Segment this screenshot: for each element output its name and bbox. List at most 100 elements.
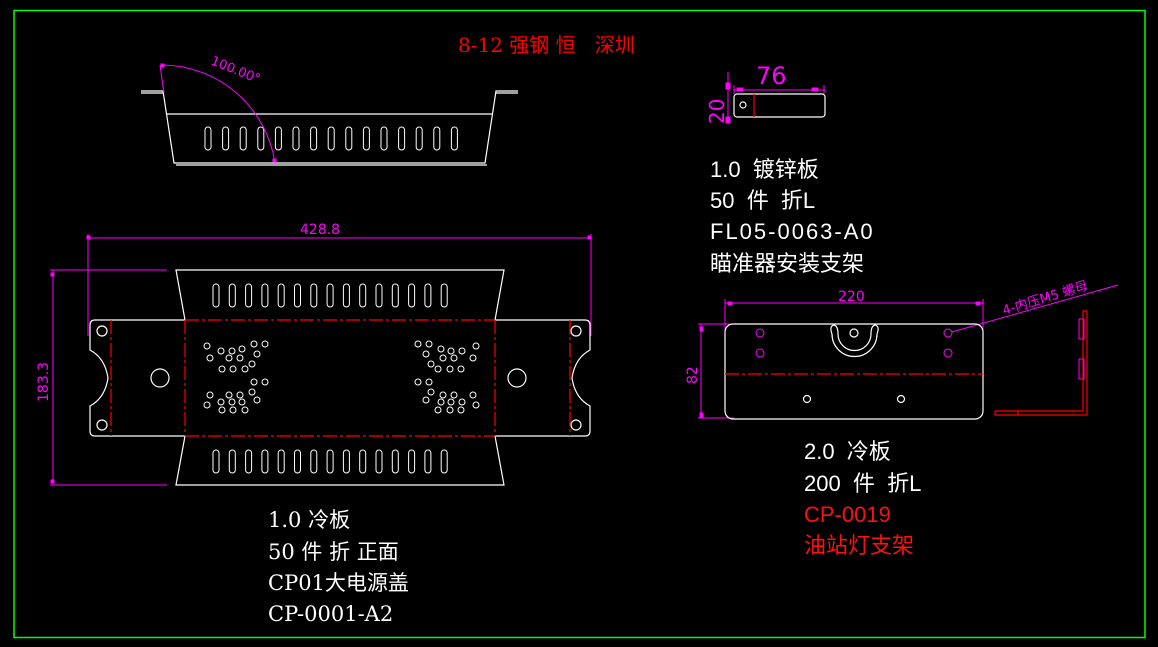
slot-top bbox=[261, 283, 269, 308]
part-b-note-material: 1.0 镀锌板 bbox=[710, 157, 819, 182]
vent-hole bbox=[427, 360, 435, 368]
profile-slot bbox=[239, 126, 247, 151]
part-a-flat-outline[interactable] bbox=[89, 269, 591, 486]
vent-hole bbox=[218, 406, 226, 414]
slot-bottom bbox=[277, 449, 285, 474]
part-c-note-code: CP-0019 bbox=[804, 502, 891, 527]
slot-bottom bbox=[408, 449, 416, 474]
part-b-note-qty: 50 件 折L bbox=[710, 188, 816, 213]
vent-hole bbox=[238, 345, 246, 353]
vent-hole bbox=[422, 350, 430, 358]
vent-hole bbox=[248, 388, 256, 396]
profile-slot bbox=[345, 126, 353, 151]
vent-hole bbox=[225, 354, 233, 362]
vent-hole bbox=[472, 401, 480, 409]
part-b-dimensions bbox=[725, 72, 825, 124]
vent-hole bbox=[414, 378, 422, 386]
profile-slot bbox=[415, 126, 423, 151]
slot-top bbox=[326, 283, 334, 308]
part-a-side-profile[interactable] bbox=[141, 90, 518, 166]
part-c-note-name: 油站灯支架 bbox=[804, 533, 915, 558]
vent-hole bbox=[414, 340, 422, 348]
vent-hole bbox=[236, 354, 244, 362]
vent-hole bbox=[236, 391, 244, 399]
part-c-width-label: 220 bbox=[838, 289, 865, 305]
slot-top bbox=[391, 283, 399, 308]
slot-bottom bbox=[245, 449, 253, 474]
slot-top bbox=[408, 283, 416, 308]
drawing-title: 8-12 强钢 恒 深圳 bbox=[458, 33, 635, 57]
vent-hole bbox=[203, 401, 211, 409]
part-a-profile-slots bbox=[204, 126, 458, 151]
profile-slot bbox=[380, 126, 388, 151]
part-b-width-label: 76 bbox=[756, 62, 787, 90]
profile-slot bbox=[204, 126, 212, 151]
part-a-note-material: 1.0 冷板 bbox=[268, 508, 351, 532]
part-c-outline[interactable] bbox=[724, 323, 984, 420]
part-a-height-label: 183.3 bbox=[36, 362, 52, 402]
profile-slot bbox=[257, 126, 265, 151]
vent-hole bbox=[229, 406, 237, 414]
part-a-flat-slots bbox=[212, 283, 448, 474]
profile-slot bbox=[362, 126, 370, 151]
vent-hole bbox=[253, 350, 261, 358]
vent-hole bbox=[446, 365, 454, 373]
drawing-frame bbox=[13, 9, 1146, 639]
part-a-fold-lines bbox=[110, 319, 571, 437]
vent-hole bbox=[427, 388, 435, 396]
slot-top bbox=[310, 283, 318, 308]
part-c-height-label: 82 bbox=[685, 366, 701, 384]
vent-hole bbox=[253, 396, 261, 404]
angle-dimension bbox=[159, 63, 277, 164]
vent-hole bbox=[437, 398, 445, 406]
profile-slot bbox=[398, 126, 406, 151]
slot-top bbox=[424, 283, 432, 308]
slot-top bbox=[277, 283, 285, 308]
vent-hole bbox=[450, 354, 458, 362]
profile-slot bbox=[450, 126, 458, 151]
slot-top bbox=[342, 283, 350, 308]
vent-hole bbox=[250, 340, 258, 348]
vent-hole bbox=[248, 360, 256, 368]
vent-hole bbox=[437, 345, 445, 353]
vent-hole bbox=[469, 354, 477, 362]
slot-top bbox=[228, 283, 236, 308]
vent-hole bbox=[439, 391, 447, 399]
slot-top bbox=[294, 283, 301, 308]
vent-hole bbox=[450, 391, 458, 399]
part-a-width-label: 428.8 bbox=[300, 222, 340, 238]
vent-hole bbox=[228, 398, 236, 406]
slot-bottom bbox=[261, 449, 269, 474]
profile-slot bbox=[327, 126, 335, 151]
slot-bottom bbox=[294, 449, 301, 474]
slot-bottom bbox=[440, 449, 448, 474]
vent-hole bbox=[469, 391, 477, 399]
slot-bottom bbox=[228, 449, 236, 474]
part-b-note-code: FL05-0063-A0 bbox=[710, 219, 875, 244]
slot-top bbox=[440, 283, 448, 308]
vent-hole bbox=[439, 354, 447, 362]
profile-slot bbox=[222, 126, 230, 151]
slot-top bbox=[359, 283, 367, 308]
vent-hole bbox=[229, 365, 237, 373]
vent-hole bbox=[458, 398, 466, 406]
part-b-note-name: 瞄准器安装支架 bbox=[710, 251, 865, 276]
part-a-note-qty: 50 件 折 正面 bbox=[268, 540, 399, 564]
vent-hole bbox=[457, 406, 465, 414]
slot-bottom bbox=[391, 449, 399, 474]
vent-hole bbox=[425, 340, 433, 348]
vent-hole bbox=[425, 378, 433, 386]
part-a-note-name: CP01大电源盖 bbox=[268, 571, 409, 595]
vent-hole bbox=[241, 365, 249, 373]
part-b-height-label: 20 bbox=[705, 99, 729, 124]
part-b-outline[interactable] bbox=[733, 93, 826, 118]
vent-hole bbox=[225, 391, 233, 399]
slot-bottom bbox=[424, 449, 432, 474]
slot-top bbox=[375, 283, 383, 308]
vent-hole bbox=[422, 396, 430, 404]
vent-hole bbox=[446, 406, 454, 414]
vent-hole bbox=[261, 378, 269, 386]
part-c-dimensions bbox=[698, 284, 1119, 419]
profile-slot bbox=[292, 126, 300, 151]
